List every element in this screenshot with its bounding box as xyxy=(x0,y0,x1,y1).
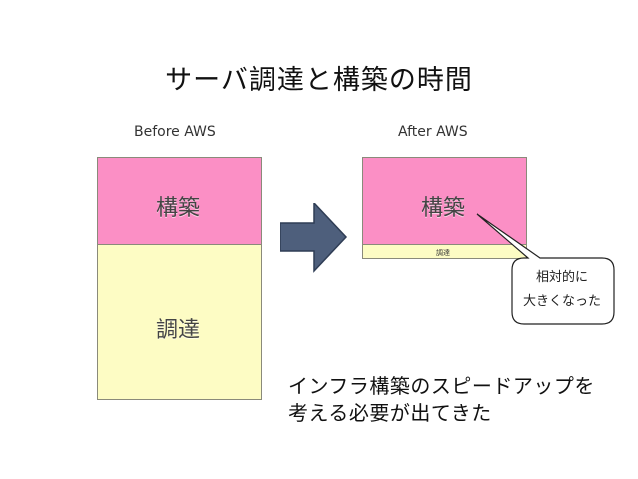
after-build-label: 構築 xyxy=(421,196,466,221)
slide-title: サーバ調達と構築の時間 xyxy=(165,65,473,96)
before-build-label: 構築 xyxy=(156,196,201,221)
after-aws-label: After AWS xyxy=(398,124,468,140)
before-procure-block: 調達 xyxy=(97,244,262,400)
callout-text: 相対的に 大きくなった xyxy=(514,266,610,314)
before-procure-label: 調達 xyxy=(156,318,201,343)
conclusion-line-2: 考える必要が出てきた xyxy=(288,401,492,425)
before-build-block: 構築 xyxy=(97,157,262,245)
right-arrow-icon xyxy=(280,203,348,273)
after-build-block: 構築 xyxy=(362,157,527,245)
callout-line-2: 大きくなった xyxy=(522,294,601,309)
conclusion-line-1: インフラ構築のスピードアップを xyxy=(288,374,595,398)
after-procure-label: 調達 xyxy=(436,249,450,257)
before-aws-label: Before AWS xyxy=(134,124,216,140)
callout-line-1: 相対的に xyxy=(535,270,588,285)
conclusion-text: インフラ構築のスピードアップを 考える必要が出てきた xyxy=(288,373,595,427)
